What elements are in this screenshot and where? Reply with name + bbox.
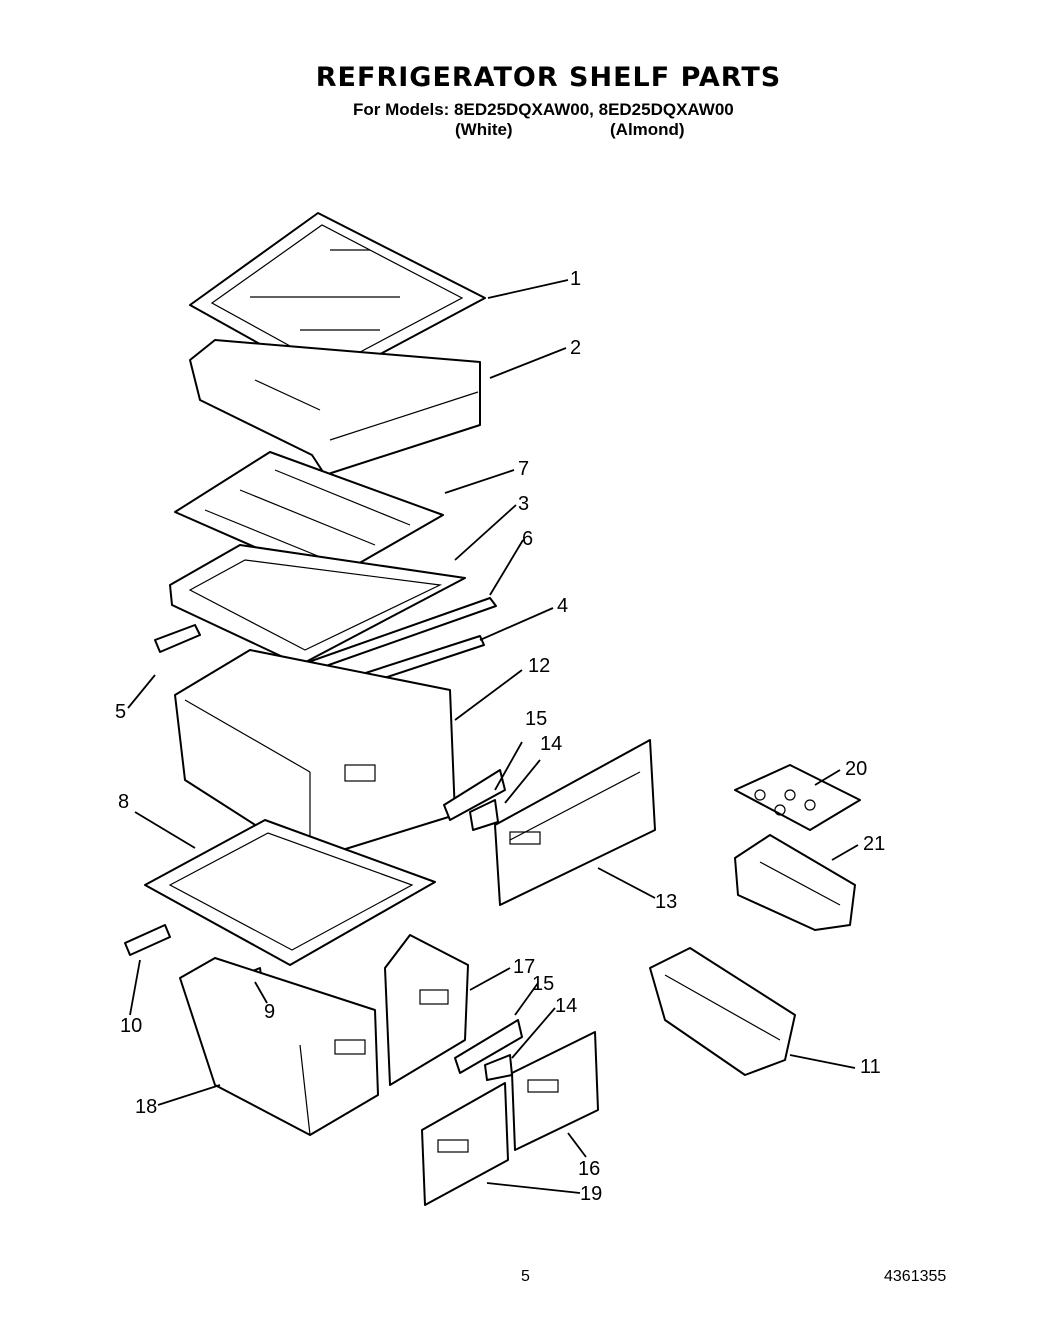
finish-white-label: (White) [455, 120, 513, 139]
callout-9: 9 [264, 1001, 275, 1023]
callout-14-upper: 14 [540, 733, 562, 755]
callout-5: 5 [115, 701, 126, 723]
part-14-upper-bracket [469, 799, 499, 831]
page-title: REFRIGERATOR SHELF PARTS [315, 62, 782, 93]
callout-2: 2 [570, 337, 581, 359]
part-5-side-rail [154, 624, 201, 653]
document-number: 4361355 [884, 1268, 947, 1285]
part-11-dairy-bin [649, 947, 796, 1076]
callout-19: 19 [580, 1183, 602, 1205]
finish-almond-label: (Almond) [610, 120, 685, 139]
callout-7: 7 [518, 458, 529, 480]
callout-21: 21 [863, 833, 885, 855]
part-12-crisper-drawer [174, 649, 456, 861]
callout-16: 16 [578, 1158, 600, 1180]
callout-20: 20 [845, 758, 867, 780]
callout-10: 10 [120, 1015, 142, 1037]
part-15-lower-slide [454, 1019, 523, 1074]
part-20-egg-tray [734, 764, 861, 831]
callout-12: 12 [528, 655, 550, 677]
callout-17: 17 [513, 956, 535, 978]
part-15-upper-slide [443, 769, 506, 821]
callout-11: 11 [860, 1056, 881, 1078]
callout-4: 4 [557, 595, 568, 617]
part-16-drawer-front [511, 1031, 599, 1151]
leader-lines [127, 279, 859, 1194]
callout-18: 18 [135, 1096, 157, 1118]
part-13-drawer-front [494, 739, 656, 906]
part-3-shelf-frame [169, 544, 466, 666]
part-2-cover-frame [189, 339, 481, 476]
callout-3: 3 [518, 493, 529, 515]
part-17-pan [384, 934, 469, 1086]
callout-14-lower: 14 [555, 995, 577, 1017]
part-14-lower-bracket [484, 1054, 513, 1081]
callout-15-lower: 15 [532, 973, 554, 995]
part-8-lower-shelf [144, 819, 436, 966]
part-18-pan [179, 957, 379, 1136]
callout-1: 1 [570, 268, 581, 290]
callout-8: 8 [118, 791, 129, 813]
part-19-drawer-front [421, 1082, 509, 1206]
callout-15-upper: 15 [525, 708, 547, 730]
part-10-side-rail [124, 924, 171, 956]
callout-13: 13 [655, 891, 677, 913]
part-21-egg-bin [734, 834, 856, 931]
model-numbers: For Models: 8ED25DQXAW00, 8ED25DQXAW00 [353, 100, 734, 119]
callout-6: 6 [522, 528, 533, 550]
page-number: 5 [521, 1268, 530, 1285]
